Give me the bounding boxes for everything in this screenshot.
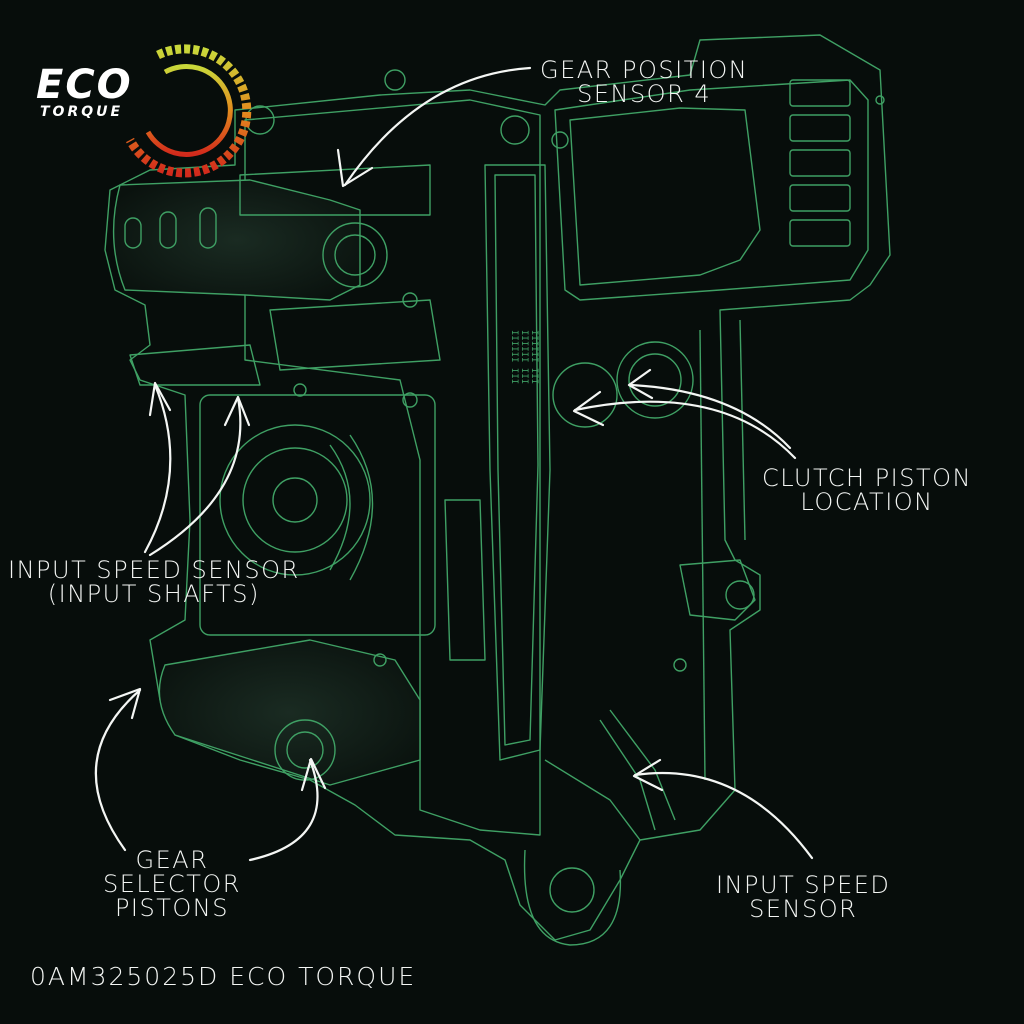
arrow-clutch-piston	[573, 400, 797, 460]
arrow-input-speed-shaft-1	[143, 383, 172, 554]
label-gear-position-sensor: GEAR POSITION SENSOR 4	[540, 56, 749, 108]
arrow-gear-selector-1	[94, 688, 142, 852]
arrow-gear-selector-2	[248, 758, 319, 862]
arrow-input-speed	[633, 771, 814, 860]
label-input-speed-sensor-shafts: INPUT SPEED SENSOR (INPUT SHAFTS)	[8, 556, 300, 608]
footer-part-number: 0AM325025D ECO TORQUE	[30, 962, 417, 991]
arrow-input-speed-shaft-2	[148, 396, 242, 557]
svg-text:IIIIII III: IIIIII III	[529, 330, 539, 384]
svg-text:IIIIII III: IIIIII III	[509, 330, 519, 384]
svg-text:IIIIII III: IIIIII III	[519, 330, 529, 384]
arrow-gear-position	[343, 66, 532, 187]
logo-word-torque: TORQUE	[40, 104, 124, 120]
label-gear-selector-pistons: GEAR SELECTOR PISTONS	[103, 846, 241, 922]
label-clutch-piston-location: CLUTCH PISTON LOCATION	[762, 464, 972, 516]
logo-word-eco: ECO	[36, 62, 133, 108]
label-input-speed-sensor: INPUT SPEED SENSOR	[716, 871, 891, 923]
